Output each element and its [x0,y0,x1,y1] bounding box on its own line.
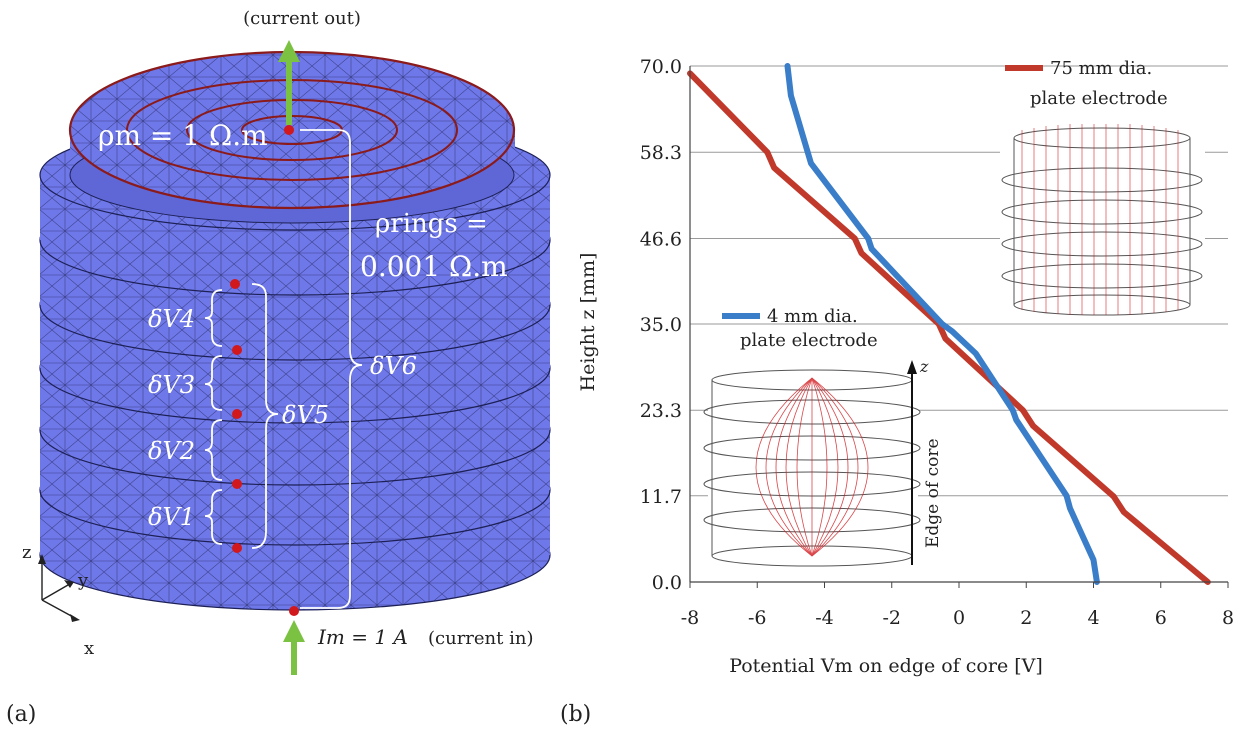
dv6-label: δV6 [370,352,417,380]
dv4-label: δV4 [148,305,195,333]
node-2 [232,345,242,355]
legend-75mm-line1: 75 mm dia. [1050,58,1152,79]
inset-75mm-field [1000,118,1205,318]
inset-z-label: z [919,357,929,376]
node-5 [232,543,242,553]
axis-y-label: y [77,570,89,591]
x-tick-label-0: -8 [681,607,700,629]
current-out-label: (current out) [243,8,361,29]
legend-4mm: 4 mm dia. plate electrode [722,306,878,351]
current-in-value: Im = 1 A [317,625,408,649]
y-tick-label-4: 46.6 [640,228,682,250]
legend-75mm: 75 mm dia. plate electrode [1005,58,1168,109]
node-1 [230,279,240,289]
axes-layer: 0.0 11.7 23.3 35.0 46.6 58.3 70.0 -8 -6 -4 -2 0 2 4 6 8 [640,56,1234,629]
node-4 [232,479,242,489]
core-body [39,50,551,611]
caption-a: (a) [6,702,37,727]
rho-rings-label-line1: ρrings = [375,209,488,239]
node-3 [232,409,242,419]
x-tick-label-3: -2 [882,607,901,629]
x-tick-label-6: 4 [1087,607,1099,629]
y-axis-label: Height z [mm] [577,253,599,392]
y-tick-label-6: 70.0 [640,56,682,78]
inset-4mm-field: z Edge of core [703,352,943,582]
delta-v-labels: δV4 δV3 δV2 δV1 δV5 δV6 [148,305,417,531]
y-tick-label-5: 58.3 [640,142,682,164]
x-tick-label-2: -4 [815,607,834,629]
node-bottom [289,606,299,616]
axis-x-label: x [84,638,94,659]
rho-m-label: ρm = 1 Ω.m [98,119,268,152]
voltage-braces [204,129,363,609]
panel-b-potential-chart: z Edge of core 0.0 11.7 23.3 35.0 46.6 58.3 70… [560,0,1235,738]
legend-4mm-line2: plate electrode [740,330,878,351]
core-mesh-illustration: (current out) ρm = 1 Ω.m ρrings = 0.001 … [22,8,551,675]
rho-rings-label-line2: 0.001 Ω.m [360,250,508,283]
series-line-4mm [784,63,1100,585]
y-tick-label-2: 23.3 [640,400,682,422]
y-tick-label-1: 11.7 [640,486,682,508]
panel-a-core-model: (current out) ρm = 1 Ω.m ρrings = 0.001 … [0,0,560,738]
node-top [284,125,294,135]
y-tick-label-3: 35.0 [640,314,682,336]
dv2-label: δV2 [148,437,195,465]
axis-triad [38,554,80,622]
measurement-nodes [230,125,299,616]
dv1-label: δV1 [148,503,195,531]
series-layer [687,63,1211,585]
x-tick-label-7: 6 [1155,607,1167,629]
x-tick-label-4: 0 [953,607,965,629]
caption-b: (b) [560,702,592,727]
legend-4mm-line1: 4 mm dia. [767,306,858,327]
inset-edge-label: Edge of core [923,438,943,548]
dv5-label: δV5 [282,401,329,429]
x-tick-label-1: -6 [748,607,767,629]
potential-height-chart: z Edge of core 0.0 11.7 23.3 35.0 46.6 58.3 70… [577,56,1234,677]
x-tick-label-8: 8 [1222,607,1234,629]
series-line-75mm [687,70,1211,585]
current-out-arrow [278,40,300,125]
dv3-label: δV3 [148,371,195,399]
x-tick-label-5: 2 [1020,607,1032,629]
current-in-arrow [283,620,305,675]
current-in-note: (current in) [428,628,533,649]
x-axis-label: Potential Vm on edge of core [V] [729,655,1043,677]
y-tick-label-0: 0.0 [652,572,682,594]
axis-z-label: z [22,542,31,563]
legend-75mm-line2: plate electrode [1030,88,1168,109]
